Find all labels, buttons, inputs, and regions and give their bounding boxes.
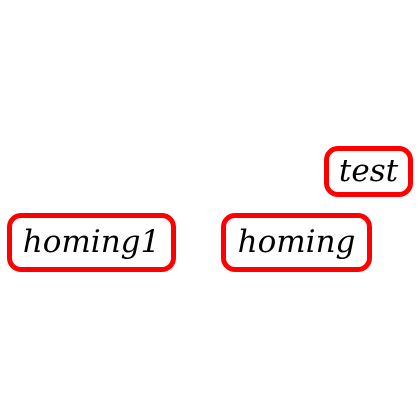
node-homing-label: homing <box>237 224 356 260</box>
node-test-label: test <box>338 153 399 189</box>
node-test[interactable]: test <box>324 146 413 197</box>
node-homing1-label: homing1 <box>22 224 161 260</box>
node-homing1[interactable]: homing1 <box>7 213 176 272</box>
node-homing[interactable]: homing <box>221 213 372 272</box>
